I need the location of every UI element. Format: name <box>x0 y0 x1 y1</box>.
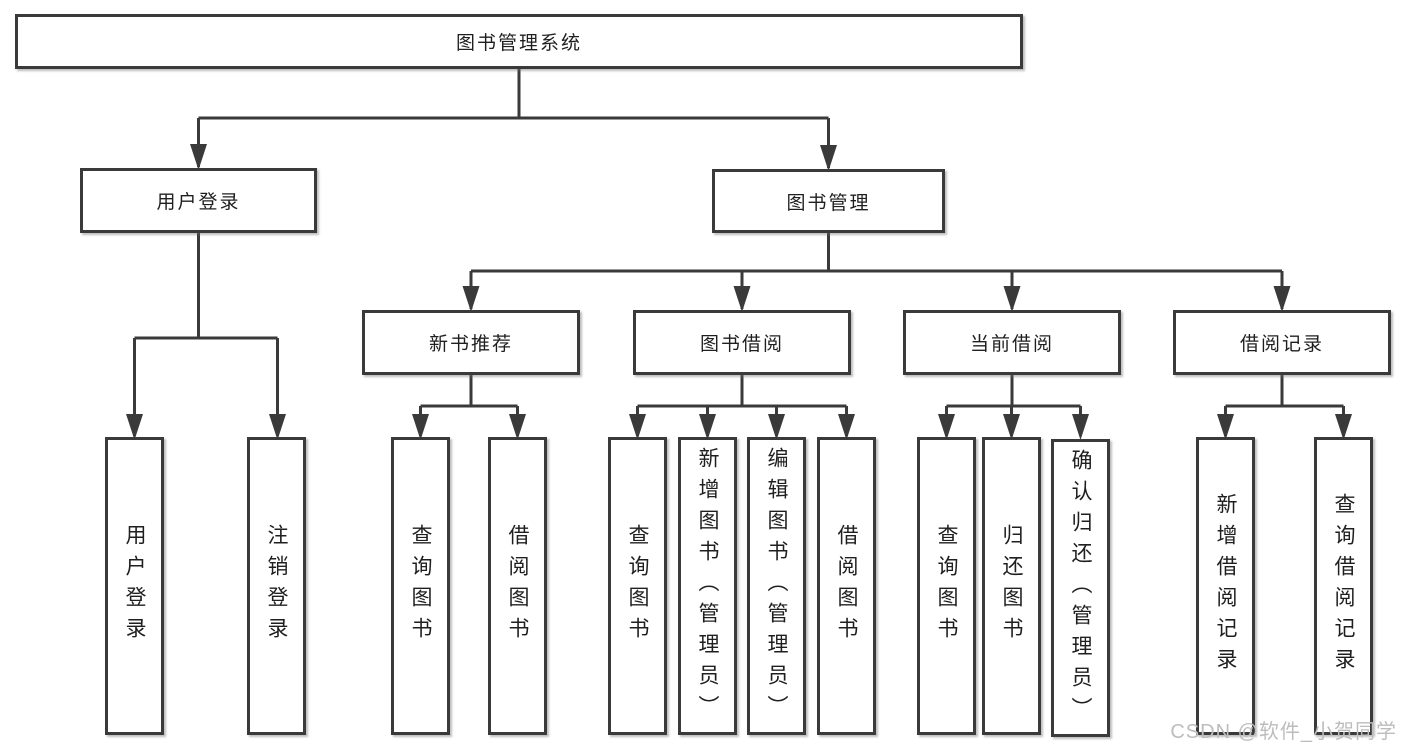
node-borrow-query-books: 查询图书 <box>608 437 667 735</box>
node-label: 图书管理系统 <box>455 33 582 54</box>
csdn-watermark: CSDN @软件_小贺同学 <box>1170 721 1397 743</box>
node-label: 新书推荐 <box>428 334 513 355</box>
node-label: 确认归还（管理员） <box>1069 448 1092 728</box>
node-query-borrow-record: 查询借阅记录 <box>1314 437 1373 735</box>
node-add-book-admin: 新增图书（管理员） <box>678 437 737 735</box>
node-label: 图书管理 <box>786 192 871 214</box>
node-label: 编辑图书（管理员） <box>765 446 788 726</box>
node-current-borrow: 当前借阅 <box>903 310 1121 375</box>
node-label: 查询图书 <box>626 524 649 648</box>
node-user-login: 用户登录 <box>80 168 317 233</box>
node-borrow-records: 借阅记录 <box>1173 310 1391 375</box>
node-library-system: 图书管理系统 <box>15 14 1023 69</box>
node-label: 借阅图书 <box>835 524 858 648</box>
node-new-book-recommend: 新书推荐 <box>362 310 580 375</box>
node-logout: 注销登录 <box>247 437 306 735</box>
node-label: 新增图书（管理员） <box>696 446 719 726</box>
node-label: 借阅记录 <box>1239 334 1324 355</box>
node-current-query-books: 查询图书 <box>917 437 976 735</box>
node-label: 查询图书 <box>935 524 958 648</box>
node-label: 用户登录 <box>123 524 146 648</box>
node-return-book: 归还图书 <box>982 437 1041 735</box>
node-book-borrow: 图书借阅 <box>633 310 851 375</box>
node-recommend-query-books: 查询图书 <box>391 437 450 735</box>
node-borrow-book: 借阅图书 <box>817 437 876 735</box>
node-recommend-borrow-books: 借阅图书 <box>488 437 547 735</box>
node-label: 当前借阅 <box>969 334 1054 355</box>
node-label: 归还图书 <box>1000 524 1023 648</box>
node-label: 注销登录 <box>265 524 288 648</box>
node-label: 查询图书 <box>409 524 432 648</box>
node-label: 用户登录 <box>156 192 241 213</box>
node-user-login-leaf: 用户登录 <box>105 437 164 735</box>
node-confirm-return-admin: 确认归还（管理员） <box>1051 439 1110 737</box>
node-label: 新增借阅记录 <box>1214 493 1237 679</box>
node-label: 借阅图书 <box>506 524 529 648</box>
node-label: 图书借阅 <box>699 334 784 355</box>
node-add-borrow-record: 新增借阅记录 <box>1196 437 1255 735</box>
node-edit-book-admin: 编辑图书（管理员） <box>747 437 806 735</box>
node-book-management: 图书管理 <box>712 169 945 233</box>
node-label: 查询借阅记录 <box>1332 493 1355 679</box>
